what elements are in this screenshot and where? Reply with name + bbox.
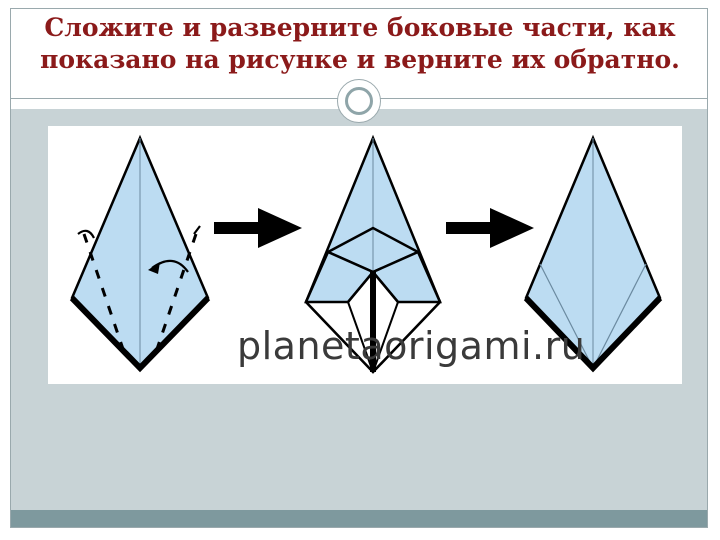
watermark-text: planetaorigami.ru xyxy=(237,324,586,368)
fold-arrow-left xyxy=(77,229,95,239)
title-line-1: Сложите и разверните боковые части, как xyxy=(44,13,676,42)
right-arrow-icon xyxy=(214,208,302,248)
bottom-strip xyxy=(11,510,707,527)
right-arrow-icon xyxy=(446,208,534,248)
title-line-2: показано на рисунке и верните их обратно… xyxy=(40,45,680,74)
step-1-kite xyxy=(69,134,211,373)
slide-title: Сложите и разверните боковые части, как … xyxy=(12,10,708,100)
circle-ornament-inner xyxy=(345,87,373,115)
step-2-kite xyxy=(304,134,442,374)
origami-steps-svg xyxy=(69,134,663,374)
origami-diagram: planetaorigami.ru xyxy=(48,126,682,384)
circle-ornament xyxy=(337,79,381,123)
step-3-kite xyxy=(523,134,663,373)
